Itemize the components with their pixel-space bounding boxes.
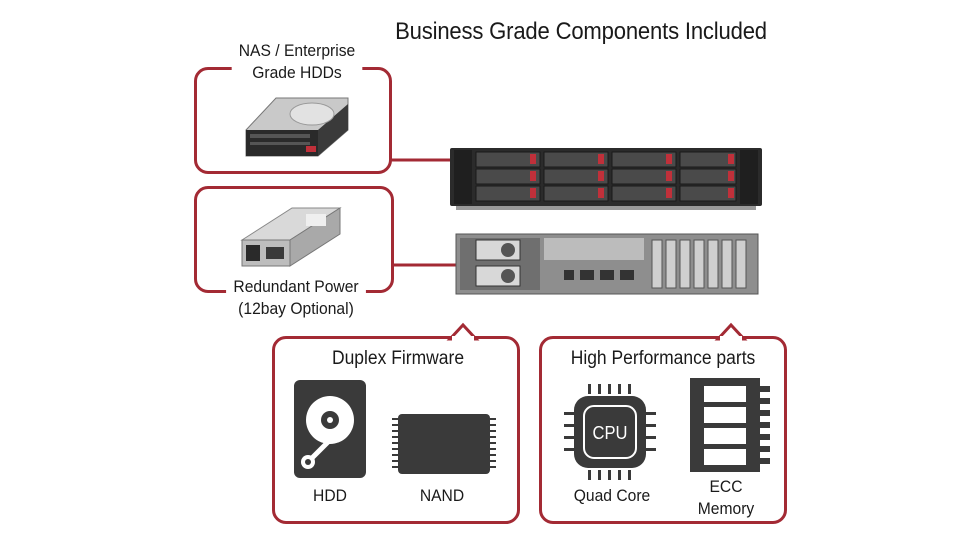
nas-front-photo xyxy=(450,148,762,210)
power-supply-photo xyxy=(240,207,342,267)
callout-power-label: Redundant Power (12bay Optional) xyxy=(226,276,366,320)
nand-chip-icon xyxy=(392,414,496,474)
callout-hdd-line1: NAS / Enterprise xyxy=(238,41,356,60)
hdd-icon xyxy=(294,380,366,478)
callout-hdd-label: NAS / Enterprise Grade HDDs xyxy=(231,40,363,84)
memory-label: ECC Memory xyxy=(689,476,763,520)
performance-heading: High Performance parts xyxy=(560,348,766,370)
firmware-heading: Duplex Firmware xyxy=(307,348,489,370)
firmware-pointer xyxy=(446,322,480,341)
memory-label-line2: Memory xyxy=(697,499,755,518)
page-title: Business Grade Components Included xyxy=(395,18,767,45)
hdd-label: HDD xyxy=(313,486,347,505)
performance-pointer xyxy=(714,322,748,341)
nas-rear-photo xyxy=(455,233,759,295)
callout-power-line1: Redundant Power xyxy=(233,277,359,296)
nand-label: NAND xyxy=(419,486,465,505)
memory-module-icon xyxy=(690,378,770,472)
memory-label-line1: ECC xyxy=(709,477,743,496)
callout-hdd-line2: Grade HDDs xyxy=(252,63,342,82)
hard-drive-photo xyxy=(245,97,349,157)
cpu-label: Quad Core xyxy=(573,486,651,505)
callout-power-line2: (12bay Optional) xyxy=(238,299,354,318)
cpu-chip-text: CPU xyxy=(592,423,628,443)
cpu-chip-icon xyxy=(564,384,656,480)
